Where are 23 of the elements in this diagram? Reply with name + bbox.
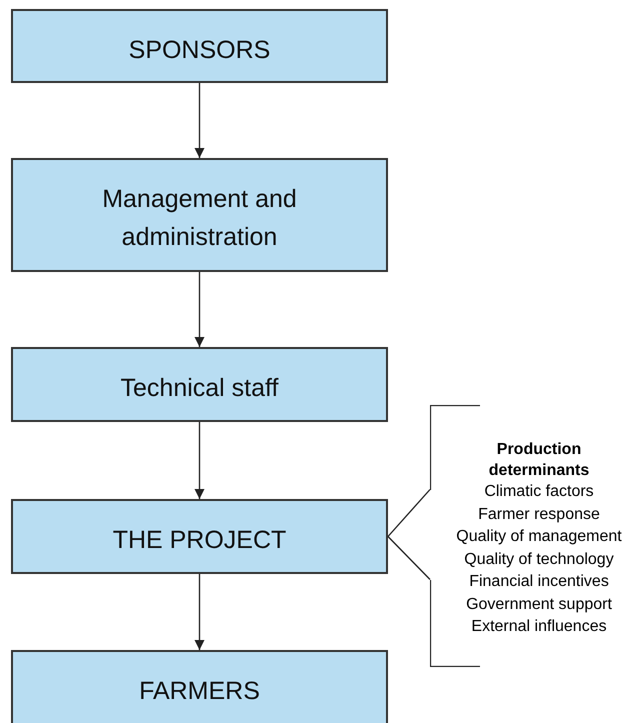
box-label: FARMERS [138,676,261,707]
list-heading: Production determinants [488,440,590,481]
process-box [11,499,388,574]
process-box [11,347,388,422]
arrow [194,83,204,158]
list-item: Quality of management [456,527,622,547]
list-item: Climatic factors [484,482,594,502]
box-label: THE PROJECT [112,525,288,556]
process-box [11,9,388,83]
box-label: SPONSORS [128,35,272,66]
box-label: Management and administration [101,184,298,253]
list-item: External influences [471,617,607,637]
arrow [194,272,204,347]
process-box [11,650,388,723]
process-box [11,158,388,272]
arrow [194,574,204,650]
list-item: Quality of technology [464,550,614,570]
bracket-pointer [387,488,431,580]
arrow [194,422,204,499]
box-label: Technical staff [120,373,280,404]
list-item: Financial incentives [469,572,609,592]
list-item: Farmer response [478,504,600,524]
list-item: Government support [466,594,612,614]
